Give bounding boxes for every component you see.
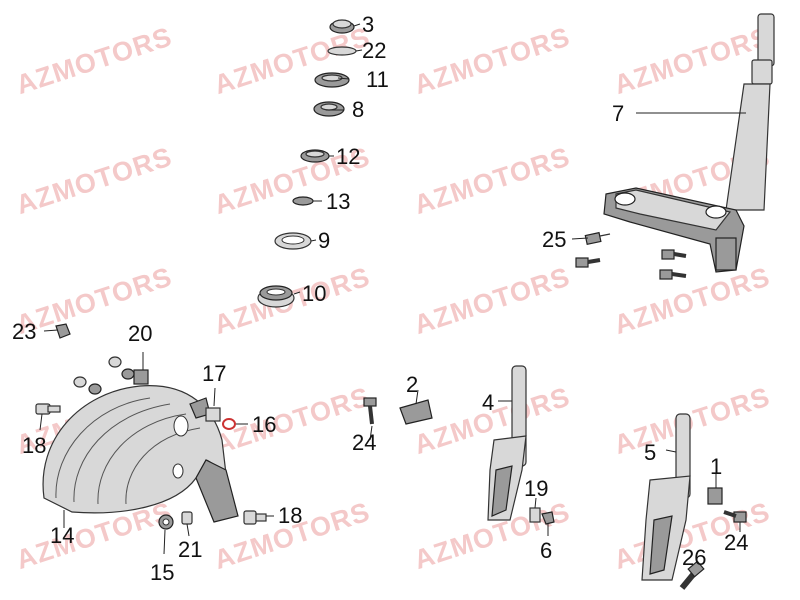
label-17: 17 <box>202 361 226 386</box>
part-16-washer <box>222 418 248 430</box>
label-18-right: 18 <box>278 503 302 528</box>
label-14: 14 <box>50 523 74 548</box>
label-26: 26 <box>682 545 706 570</box>
label-11: 11 <box>366 67 389 92</box>
label-25: 25 <box>542 227 566 252</box>
front-fender-grommets <box>73 356 135 395</box>
part-20-clip <box>133 352 149 385</box>
label-22: 22 <box>362 38 386 63</box>
part-12-bearing <box>300 149 334 163</box>
part-7-steering-stem <box>603 13 775 273</box>
label-6: 6 <box>540 538 552 563</box>
label-15: 15 <box>150 560 174 585</box>
part-9-race <box>274 232 317 250</box>
part-19-bolt <box>529 497 541 523</box>
part-21-collar <box>181 511 193 537</box>
part-15-nut <box>158 514 174 555</box>
label-16: 16 <box>252 412 276 437</box>
part-17-nut <box>189 387 221 422</box>
label-19: 19 <box>524 476 548 501</box>
part-4-fork-leg <box>487 365 527 521</box>
part-8-cone <box>313 101 345 117</box>
label-8: 8 <box>352 97 364 122</box>
part-10-race <box>257 285 301 308</box>
part-13-bearing <box>292 196 322 206</box>
part-24-bolt <box>363 397 377 441</box>
part-25-bolts <box>571 231 687 280</box>
part-22-washer <box>327 46 363 56</box>
part-23-clip <box>43 323 71 339</box>
label-18-left: 18 <box>22 433 46 458</box>
label-20: 20 <box>128 321 152 346</box>
label-24-right: 24 <box>724 530 748 555</box>
label-13: 13 <box>326 189 350 214</box>
label-2: 2 <box>406 372 418 397</box>
part-1-clamp <box>707 474 723 505</box>
part-2-bracket <box>399 389 433 425</box>
label-23: 23 <box>12 319 36 344</box>
label-12: 12 <box>336 144 360 169</box>
label-21: 21 <box>178 537 202 562</box>
part-14-front-fender <box>42 385 239 528</box>
part-18-bolt-right <box>243 510 274 525</box>
label-10: 10 <box>302 281 326 306</box>
part-3-nut <box>329 19 361 34</box>
label-3: 3 <box>362 12 374 37</box>
label-4: 4 <box>482 390 494 415</box>
part-5-fork-leg <box>641 413 691 581</box>
label-5: 5 <box>644 440 656 465</box>
part-6-clip <box>541 511 555 536</box>
part-11-race <box>314 72 350 88</box>
label-7: 7 <box>612 101 624 126</box>
part-24-bolt-right <box>723 510 747 532</box>
label-1: 1 <box>710 454 722 479</box>
part-26-bolt <box>679 560 705 590</box>
part-18-bolt-left <box>35 403 61 431</box>
label-24: 24 <box>352 430 376 455</box>
label-9: 9 <box>318 228 330 253</box>
